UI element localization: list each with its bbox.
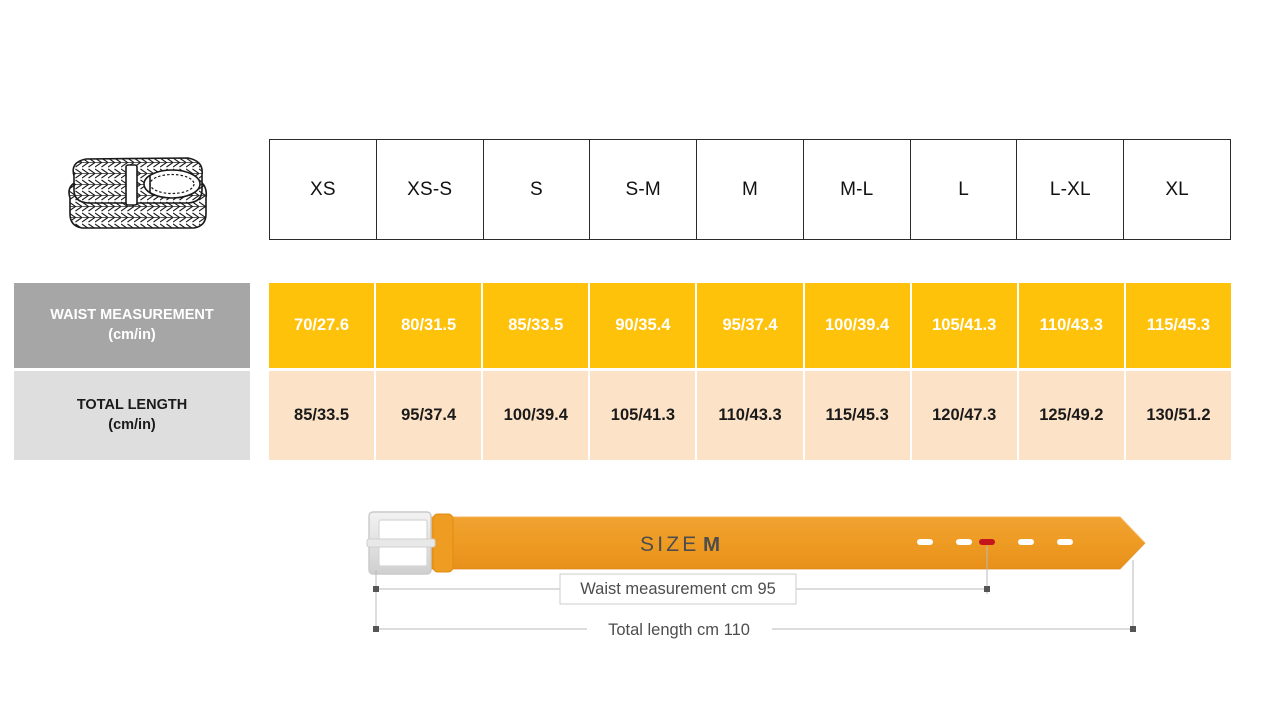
size-header-cell: XS [270,140,377,239]
length-value-cell: 120/47.3 [911,371,1017,460]
waist-measurement-row: WAIST MEASUREMENT (cm/in) 70/27.6 80/31.… [14,283,1231,368]
product-belt-illustration [56,146,220,240]
waist-value-cell: 85/33.5 [483,283,589,368]
size-header-cell: L [911,140,1018,239]
waist-value-cell: 115/45.3 [1125,283,1231,368]
total-length-row: TOTAL LENGTH (cm/in) 85/33.5 95/37.4 100… [14,371,1231,460]
waist-dimension-text: Waist measurement cm 95 [580,580,776,598]
length-value-cell: 110/43.3 [697,371,803,460]
total-length-label: TOTAL LENGTH (cm/in) [14,371,250,460]
length-value-cell: 85/33.5 [269,371,375,460]
waist-label-title: WAIST MEASUREMENT [50,306,214,323]
size-header-table: XS XS-S S S-M M M-L L L-XL XL [269,139,1231,240]
waist-value-cell: 95/37.4 [697,283,803,368]
length-label-unit: (cm/in) [108,416,156,433]
belt-hole [1057,539,1073,545]
belt-hole [1018,539,1034,545]
waist-value-cell: 70/27.6 [269,283,375,368]
belt-hole [917,539,933,545]
waist-value-cell: 105/41.3 [911,283,1017,368]
size-header-cell: M-L [804,140,911,239]
total-length-dimension-line: Total length cm 110 [373,621,1136,639]
waist-value-cell: 90/35.4 [590,283,696,368]
belt-size-value-text: M [703,533,720,556]
length-label-title: TOTAL LENGTH [76,396,188,413]
length-value-cell: 100/39.4 [483,371,589,460]
size-header-cell: M [697,140,804,239]
size-header-cell: S [484,140,591,239]
length-value-cell: 130/51.2 [1125,371,1231,460]
waist-value-cell: 100/39.4 [804,283,910,368]
waist-measurement-label: WAIST MEASUREMENT (cm/in) [14,283,250,368]
belt-buckle [366,511,436,575]
length-value-cell: 95/37.4 [376,371,482,460]
size-header-cell: L-XL [1017,140,1125,239]
length-value-cell: 105/41.3 [590,371,696,460]
length-value-cell: 115/45.3 [804,371,910,460]
waist-values: 70/27.6 80/31.5 85/33.5 90/35.4 95/37.4 … [269,283,1231,368]
belt-measurement-diagram: SIZE M Waist measurement cm 95 [355,498,1155,648]
total-length-values: 85/33.5 95/37.4 100/39.4 105/41.3 110/43… [269,371,1231,460]
size-header-cell: XL [1165,178,1189,200]
waist-dimension-box [559,573,797,605]
belt-keeper-loop [432,513,454,573]
waist-label-unit: (cm/in) [108,326,156,343]
waist-value-cell: 80/31.5 [376,283,482,368]
length-value-cell: 125/49.2 [1018,371,1124,460]
belt-holes [917,539,1073,545]
waist-dimension-line: Waist measurement cm 95 [373,573,990,605]
size-header-cell: S-M [590,140,698,239]
belt-size-prefix-text: SIZE [640,533,699,556]
total-length-dimension-text: Total length cm 110 [608,621,750,639]
belt-hole [956,539,972,545]
belt-strap-shape [427,516,1146,570]
belt-hole-selected [979,539,995,545]
size-header-cell: XS-S [377,140,484,239]
waist-value-cell: 110/43.3 [1018,283,1124,368]
